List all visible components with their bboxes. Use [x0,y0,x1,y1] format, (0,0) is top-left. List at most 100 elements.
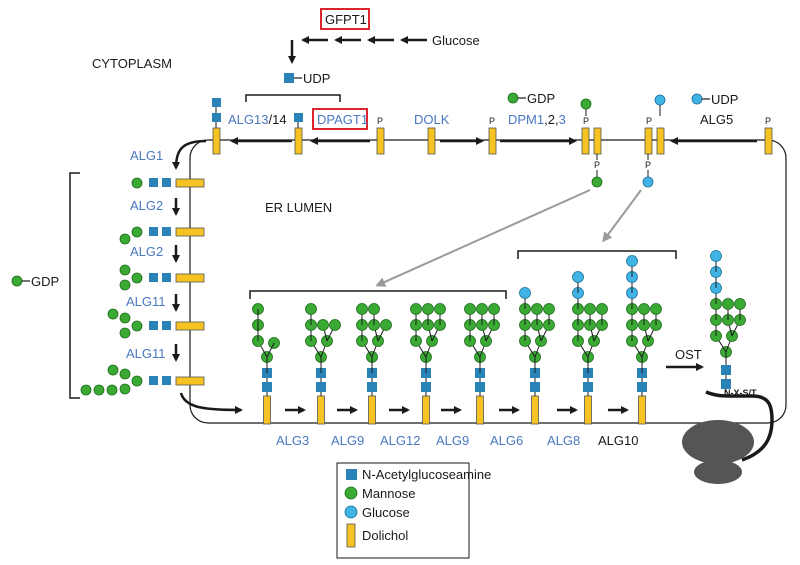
mannose-symbol [722,298,734,310]
glcnac-symbol [475,382,485,392]
enzyme-label: ,2, [544,112,558,127]
glcnac-symbol [530,382,540,392]
mannose-symbol [305,303,317,315]
legend-glcnac-swatch [346,469,357,480]
mannose-symbol [317,319,329,331]
glcnac-symbol [212,98,221,107]
glycosidic-bond [266,342,275,358]
enzyme-label: DOLK [414,112,450,127]
enzyme-label: ALG3 [276,433,309,448]
dolichol-symbol [422,395,430,425]
dolichol-symbol [638,395,646,425]
mannose-symbol [410,303,422,315]
mannose-symbol [368,303,380,315]
mannose-symbol [596,303,608,315]
enzyme-label: ALG12 [380,433,420,448]
dolichol-symbol [584,395,592,425]
mannose-symbol [531,303,543,315]
dolichol-symbol [531,395,539,425]
glucose-symbol [691,93,703,105]
bracket [249,290,507,299]
glcnac-symbol [316,382,326,392]
enzyme-label: 3 [559,112,566,127]
mannose-symbol [488,303,500,315]
enzyme-label: ALG10 [598,433,638,448]
ribosome-large-subunit [682,420,754,464]
mannose-symbol [638,303,650,315]
dolichol-symbol [476,395,484,425]
mannose-symbol [734,298,746,310]
glcnac-symbol [637,382,647,392]
enzyme-dpm: DPM1,2,3 [508,112,566,127]
phosphate-label: P [377,116,383,126]
enzyme-label: DPM1 [508,112,544,127]
legend-label: Glucose [362,505,410,520]
glucose-symbol [642,176,654,188]
glcnac-symbol [262,382,272,392]
mannose-symbol [476,303,488,315]
legend-mannose-swatch [344,486,358,500]
udp-label: UDP [711,92,738,107]
enzyme-alg13-14: ALG13/14 [228,112,287,127]
flow-arrow [179,392,243,414]
left-bracket [69,172,80,399]
phosphate-label: P [645,160,651,170]
glcnac-symbol [367,382,377,392]
phosphate-label: P [489,116,495,126]
glucose-symbol [710,250,722,262]
nascent-protein [705,390,774,462]
legend-label: N-Acetylglucoseamine [362,467,491,482]
legend-label: Dolichol [362,528,408,543]
legend-box [336,462,470,559]
gfpt1-highlight-box [320,8,370,30]
dolichol-symbol [368,395,376,425]
glucose-symbol [519,287,531,299]
mannose-symbol [434,303,446,315]
glcnac-symbol [284,73,294,83]
gdp-label: GDP [527,91,555,106]
mannose-symbol [507,92,519,104]
enzyme-label: ALG11 [126,346,166,361]
enzyme-label: ALG11 [126,294,166,309]
glucose-symbol [654,94,666,106]
mannose-symbol [584,303,596,315]
glcnac-symbol [294,113,303,122]
enzyme-label: ALG2 [130,198,163,213]
glcnac-symbol [212,113,221,122]
enzyme-label: ALG9 [331,433,364,448]
enzyme-label: ALG1 [130,148,163,163]
glcnac-symbol [721,379,731,389]
glcnac-symbol [583,382,593,392]
glcnac-symbol [421,382,431,392]
bracket [517,250,677,259]
flow-arrow [172,139,207,170]
glucose-symbol [626,255,638,267]
phosphate-label: P [765,116,771,126]
enzyme-label: ALG6 [490,433,523,448]
mannose-symbol [356,303,368,315]
gfpt1-label: GFPT1 [325,12,367,27]
mannose-symbol [650,303,662,315]
enzyme-label: ALG2 [130,244,163,259]
glucose-symbol [572,271,584,283]
glcnac-symbol [721,365,731,375]
enzyme-label: ALG9 [436,433,469,448]
enzyme-label: DPAGT1 [317,112,368,127]
phosphate-label: P [583,116,589,126]
phosphate-label: P [646,116,652,126]
ribosome-small-subunit [694,460,742,484]
er-lumen-label: ER LUMEN [265,200,332,215]
legend-glucose-swatch [344,505,358,519]
mannose-symbol [380,319,392,331]
legend-label: Mannose [362,486,415,501]
delivery-arrow [375,189,591,287]
lumen-glycan-row [252,250,746,425]
mannose-symbol [464,303,476,315]
enzyme-label: /14 [268,112,286,127]
mannose-symbol [591,176,603,188]
mannose-symbol [422,303,434,315]
enzyme-label: ALG8 [547,433,580,448]
dolichol-symbol [263,395,271,425]
dolichol-symbol [317,395,325,425]
